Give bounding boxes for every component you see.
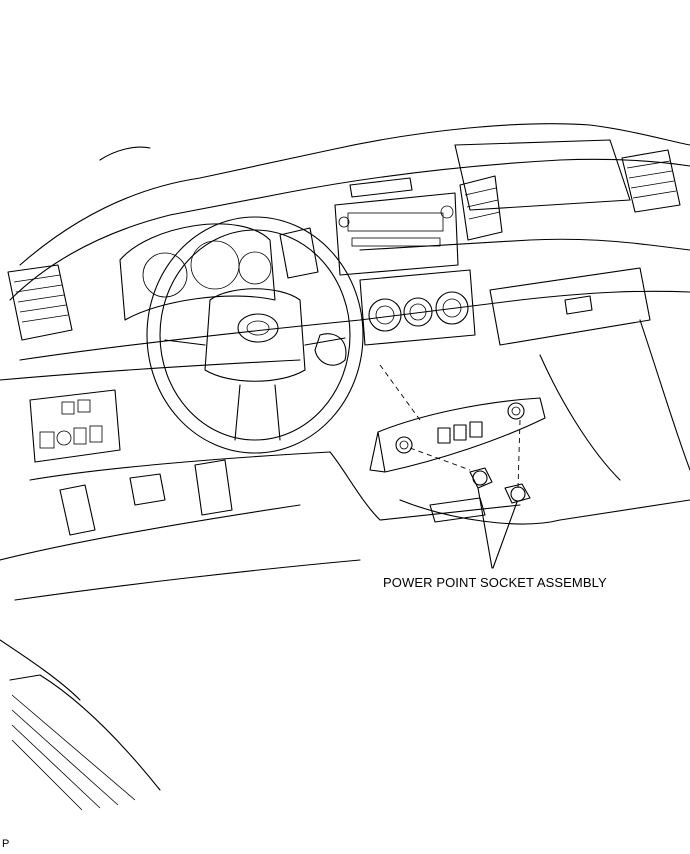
callout-leader-lines	[477, 487, 518, 569]
callout-label: POWER POINT SOCKET ASSEMBLY	[383, 575, 607, 590]
door-sill	[0, 639, 161, 811]
pedals	[59, 459, 233, 536]
figure-id: P	[2, 838, 10, 850]
audio-head-unit	[334, 177, 459, 276]
switch-bezel-exploded	[369, 397, 546, 473]
steering-wheel	[146, 216, 364, 454]
center-air-vents	[279, 175, 503, 279]
glove-box	[489, 267, 651, 346]
instrument-cluster	[119, 223, 276, 321]
left-switch-panel	[29, 389, 121, 463]
lower-dashboard	[0, 319, 690, 601]
left-air-vent	[7, 264, 73, 341]
right-air-vent	[621, 149, 681, 213]
power-point-sockets	[469, 467, 531, 504]
assembly-guide-lines	[379, 364, 521, 489]
dashboard-outline	[0, 123, 690, 381]
climate-control-panel	[359, 269, 476, 346]
